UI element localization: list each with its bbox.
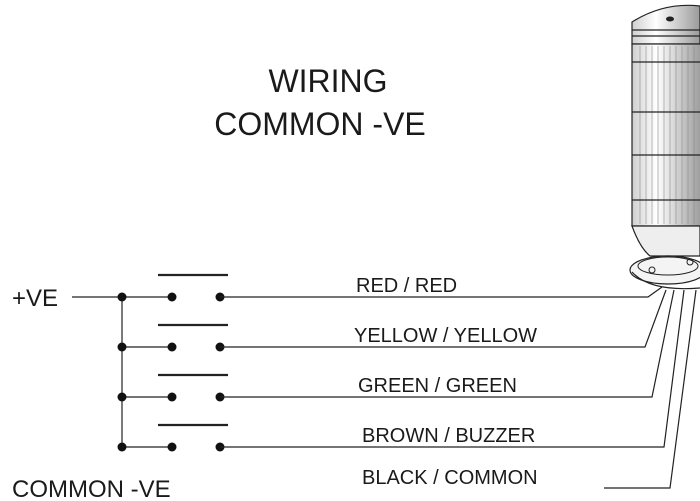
- wire-green: [220, 289, 675, 398]
- wire-label-black: BLACK / COMMON: [362, 467, 538, 489]
- junction-dot: [117, 442, 127, 452]
- wire-red: [220, 286, 663, 298]
- wire-brown: [220, 289, 685, 448]
- switch-row-1: [117, 273, 228, 302]
- wire-label-brown: BROWN / BUZZER: [362, 425, 535, 447]
- contact-dot: [167, 392, 177, 402]
- wire-label-red: RED / RED: [356, 275, 457, 297]
- wire-label-yellow: YELLOW / YELLOW: [354, 325, 537, 347]
- junction-dot: [117, 392, 127, 402]
- contact-dot: [167, 442, 177, 452]
- switch-row-2: [117, 323, 228, 352]
- signal-tower-icon: [629, 4, 700, 290]
- junction-dot: [117, 342, 127, 352]
- supply-label: +VE: [12, 285, 58, 312]
- wire-black: [604, 289, 697, 489]
- wire-label-green: GREEN / GREEN: [358, 375, 517, 397]
- contact-dot: [167, 292, 177, 302]
- junction-dot: [117, 292, 127, 302]
- title-line-1: WIRING: [268, 63, 387, 99]
- switch-row-3: [117, 373, 228, 402]
- common-label: COMMON -VE: [12, 476, 171, 501]
- switch-row-4: [117, 423, 228, 452]
- wire-yellow: [220, 289, 667, 348]
- contact-dot: [167, 342, 177, 352]
- title-line-2: COMMON -VE: [214, 106, 426, 142]
